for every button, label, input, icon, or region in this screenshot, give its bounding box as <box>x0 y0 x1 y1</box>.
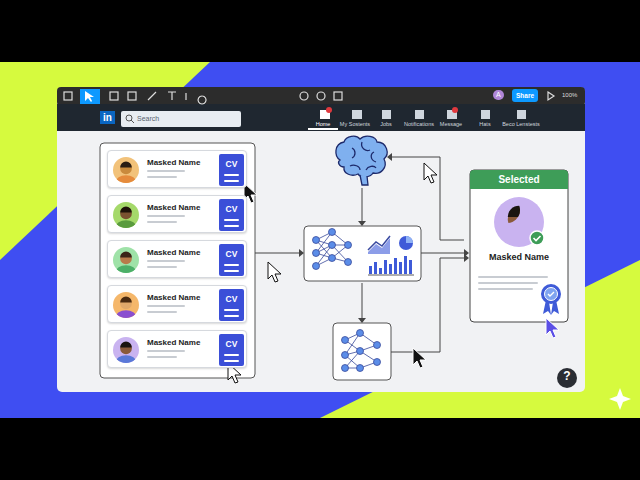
candidate-card: Masked Name CV <box>107 195 247 233</box>
text-placeholder-line <box>147 221 177 223</box>
candidate-name: Masked Name <box>147 338 200 347</box>
candidate-name: Masked Name <box>470 252 568 262</box>
candidate-card: Masked Name CV <box>107 150 247 188</box>
cv-document: CV <box>219 334 244 366</box>
cv-label: CV <box>219 249 244 259</box>
avatar <box>112 336 140 364</box>
selected-card: SelectedMasked Name <box>470 170 568 322</box>
nav-item: My Sostents <box>340 121 370 127</box>
avatar <box>112 246 140 274</box>
cv-document: CV <box>219 289 244 321</box>
text-placeholder-line <box>224 309 239 311</box>
nav-item: Beco Lenstests <box>502 121 540 127</box>
text-placeholder-line <box>147 266 177 268</box>
search-icon <box>125 114 135 124</box>
text-placeholder-line <box>147 350 185 352</box>
search-field: Search <box>137 115 159 123</box>
text-placeholder-line <box>478 288 533 290</box>
text-placeholder-line <box>478 282 538 284</box>
user-avatar: A <box>493 90 504 100</box>
text-placeholder-line <box>224 174 239 176</box>
candidate-name: Masked Name <box>147 158 200 167</box>
cv-label: CV <box>219 159 244 169</box>
text-placeholder-line <box>147 176 177 178</box>
text-placeholder-line <box>478 276 548 278</box>
text-placeholder-line <box>224 180 239 182</box>
cv-document: CV <box>219 154 244 186</box>
help-button: ? <box>563 370 570 383</box>
cv-label: CV <box>219 294 244 304</box>
candidate-name: Masked Name <box>147 293 200 302</box>
text-placeholder-line <box>224 315 239 317</box>
cv-document: CV <box>219 199 244 231</box>
check-badge <box>529 230 545 246</box>
candidate-card: Masked Name CV <box>107 240 247 278</box>
text-placeholder-line <box>147 356 177 358</box>
text-placeholder-line <box>224 264 239 266</box>
cv-document: CV <box>219 244 244 276</box>
nav-item: Jobs <box>380 121 392 127</box>
text-placeholder-line <box>147 305 185 307</box>
nav-item: Hats <box>479 121 490 127</box>
text-placeholder-line <box>147 170 185 172</box>
avatar <box>112 201 140 229</box>
logo: in <box>100 111 115 124</box>
award-badge <box>538 282 564 316</box>
share-button: Share <box>512 89 538 102</box>
text-placeholder-line <box>147 215 185 217</box>
text-placeholder-line <box>224 225 239 227</box>
zoom-level: 100% <box>562 92 577 99</box>
text-placeholder-line <box>224 360 239 362</box>
candidate-card: Masked Name CV <box>107 285 247 323</box>
nav-item: Notifications <box>404 121 434 127</box>
avatar <box>112 156 140 184</box>
candidate-name: Masked Name <box>147 203 200 212</box>
text-placeholder-line <box>224 270 239 272</box>
text-placeholder-line <box>224 354 239 356</box>
cv-label: CV <box>219 339 244 349</box>
text-placeholder-line <box>147 260 185 262</box>
nav-item: Message <box>440 121 462 127</box>
cv-label: CV <box>219 204 244 214</box>
text-placeholder-line <box>147 311 177 313</box>
avatar <box>112 291 140 319</box>
text-placeholder-line <box>224 219 239 221</box>
nav-item: Home <box>316 121 331 127</box>
status-header: Selected <box>470 174 568 185</box>
candidate-name: Masked Name <box>147 248 200 257</box>
candidate-card: Masked Name CV <box>107 330 247 368</box>
